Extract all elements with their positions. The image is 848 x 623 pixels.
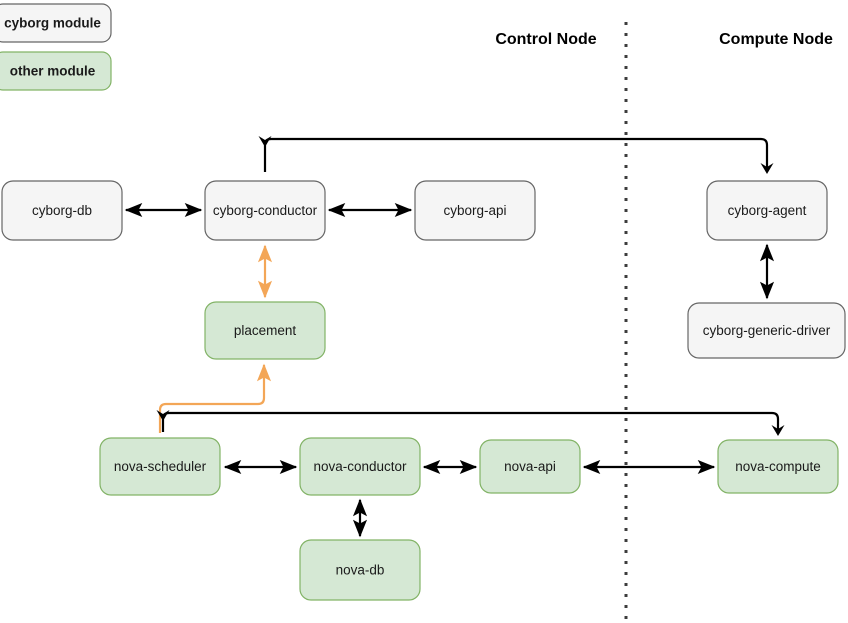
- node-nova-compute[interactable]: nova-compute: [717, 439, 839, 494]
- edge-scheduler-placement: [158, 363, 272, 433]
- node-cyborg-db[interactable]: cyborg-db: [1, 180, 123, 241]
- legend-other-box[interactable]: [0, 51, 112, 91]
- legend: cyborg module other module: [0, 3, 112, 91]
- legend-cyborg[interactable]: cyborg module: [0, 3, 112, 43]
- node-cyborg-api-box[interactable]: [414, 180, 536, 241]
- node-cyborg-conductor-box[interactable]: [204, 180, 326, 241]
- node-cyborg-db-box[interactable]: [1, 180, 123, 241]
- node-cyborg-conductor[interactable]: cyborg-conductor: [204, 180, 326, 241]
- edge-bus-top: [263, 137, 769, 172]
- node-nova-db[interactable]: nova-db: [299, 539, 421, 601]
- legend-other[interactable]: other module: [0, 51, 112, 91]
- edge-bus-bottom: [161, 411, 780, 434]
- node-nova-api[interactable]: nova-api: [479, 439, 581, 494]
- node-cyborg-agent[interactable]: cyborg-agent: [706, 180, 828, 241]
- node-cyborg-agent-box[interactable]: [706, 180, 828, 241]
- node-nova-conductor-box[interactable]: [299, 437, 421, 496]
- node-cyborg-generic-driver[interactable]: cyborg-generic-driver: [687, 302, 846, 359]
- node-nova-db-box[interactable]: [299, 539, 421, 601]
- zone-label-layer: Control Node Compute Node: [495, 31, 833, 48]
- legend-cyborg-box[interactable]: [0, 3, 112, 43]
- node-nova-compute-box[interactable]: [717, 439, 839, 494]
- edge-layer: [124, 136, 785, 538]
- zone-label-control-node: Control Node: [495, 31, 596, 48]
- node-nova-scheduler[interactable]: nova-scheduler: [99, 437, 221, 496]
- node-nova-conductor[interactable]: nova-conductor: [299, 437, 421, 496]
- edge-bus-top-arrowhead-1: [258, 136, 272, 147]
- node-nova-api-box[interactable]: [479, 439, 581, 494]
- node-nova-scheduler-box[interactable]: [99, 437, 221, 496]
- edge-bus-top-arrowhead-2: [760, 163, 774, 174]
- edge-bus-bottom-arrowhead-1: [156, 410, 170, 421]
- node-cyborg-generic-driver-box[interactable]: [687, 302, 846, 359]
- node-placement-box[interactable]: [204, 301, 326, 360]
- zone-label-compute-node: Compute Node: [719, 31, 833, 48]
- node-placement[interactable]: placement: [204, 301, 326, 360]
- edge-bus-bottom-arrowhead-2: [771, 425, 785, 436]
- node-layer: cyborg-db cyborg-conductor cyborg-api cybor…: [1, 180, 846, 601]
- node-cyborg-api[interactable]: cyborg-api: [414, 180, 536, 241]
